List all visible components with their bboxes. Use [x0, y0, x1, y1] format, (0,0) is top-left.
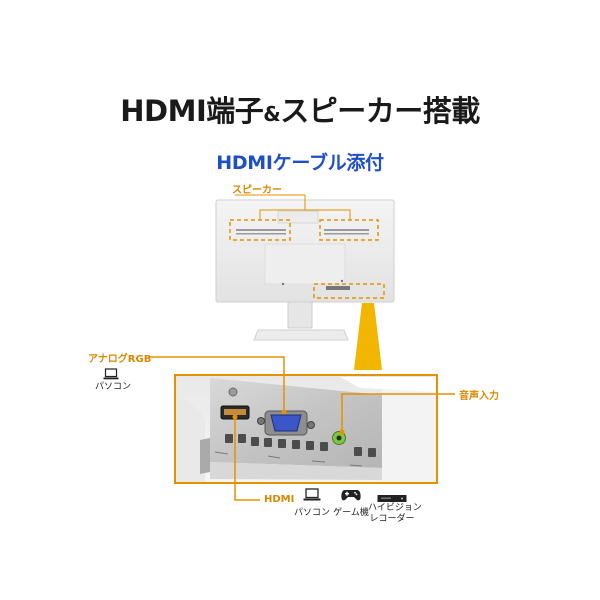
recorder-label-2: レコーダー — [369, 514, 415, 524]
laptop-icon — [303, 487, 321, 506]
recorder-label-1: ハイビジョン — [368, 503, 422, 513]
game-console-label: ゲーム機 — [333, 508, 369, 518]
port-area-highlight — [313, 283, 385, 370]
analog-pc-label: パソコン — [95, 382, 132, 392]
page-title: HDMI端子&スピーカー搭載 — [0, 88, 600, 130]
monitor-back — [215, 199, 395, 341]
laptop-icon — [103, 365, 119, 384]
title-part-1: HDMI端子 — [120, 94, 264, 128]
audio-input-label: 音声入力 — [459, 391, 499, 402]
speaker-label: スピーカー — [232, 185, 282, 196]
analog-rgb-label: アナログRGB — [88, 354, 152, 365]
recorder-icon — [377, 489, 407, 508]
port-panel-zoom — [174, 374, 438, 484]
title-ampersand: & — [263, 102, 281, 126]
title-part-2: スピーカー搭載 — [280, 94, 480, 128]
callout-lines — [150, 356, 455, 501]
speaker-highlight — [229, 194, 379, 241]
hdmi-pc-label: パソコン — [294, 508, 331, 518]
gamepad-icon — [341, 487, 361, 506]
page-subtitle: HDMIケーブル添付 — [216, 152, 384, 174]
hdmi-label: HDMI — [264, 494, 295, 505]
